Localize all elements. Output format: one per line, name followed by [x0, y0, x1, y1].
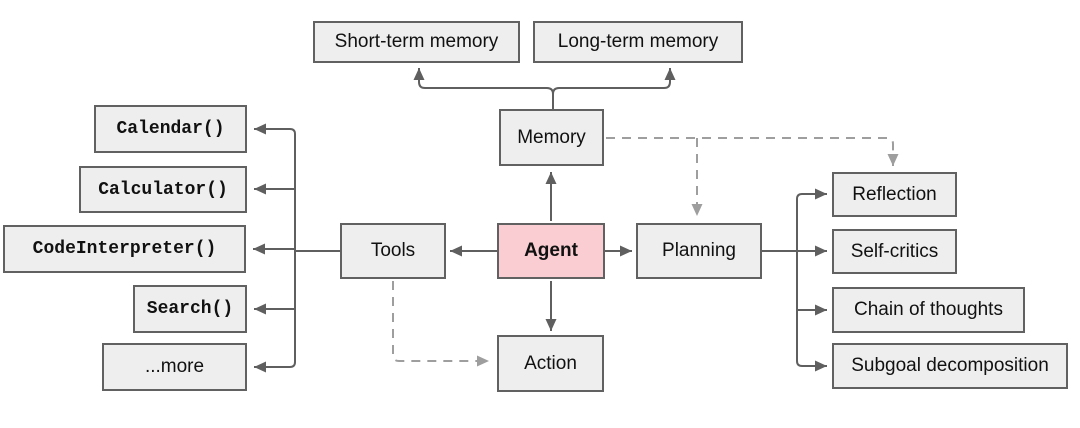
node-action: Action	[497, 335, 604, 392]
node-memory: Memory	[499, 109, 604, 166]
node-code-interpreter: CodeInterpreter()	[3, 225, 246, 273]
node-subgoal-decomposition: Subgoal decomposition	[832, 343, 1068, 389]
node-calculator: Calculator()	[79, 166, 247, 213]
node-chain-of-thoughts: Chain of thoughts	[832, 287, 1025, 333]
node-search: Search()	[133, 285, 247, 333]
solid-edges	[253, 68, 827, 373]
node-tools: Tools	[340, 223, 446, 279]
node-planning: Planning	[636, 223, 762, 279]
node-short-term-memory: Short-term memory	[313, 21, 520, 63]
node-more: ...more	[102, 343, 247, 391]
node-calendar: Calendar()	[94, 105, 247, 153]
dashed-edges	[392, 137, 899, 367]
node-agent: Agent	[497, 223, 605, 279]
node-reflection: Reflection	[832, 172, 957, 217]
node-long-term-memory: Long-term memory	[533, 21, 743, 63]
node-self-critics: Self-critics	[832, 229, 957, 274]
